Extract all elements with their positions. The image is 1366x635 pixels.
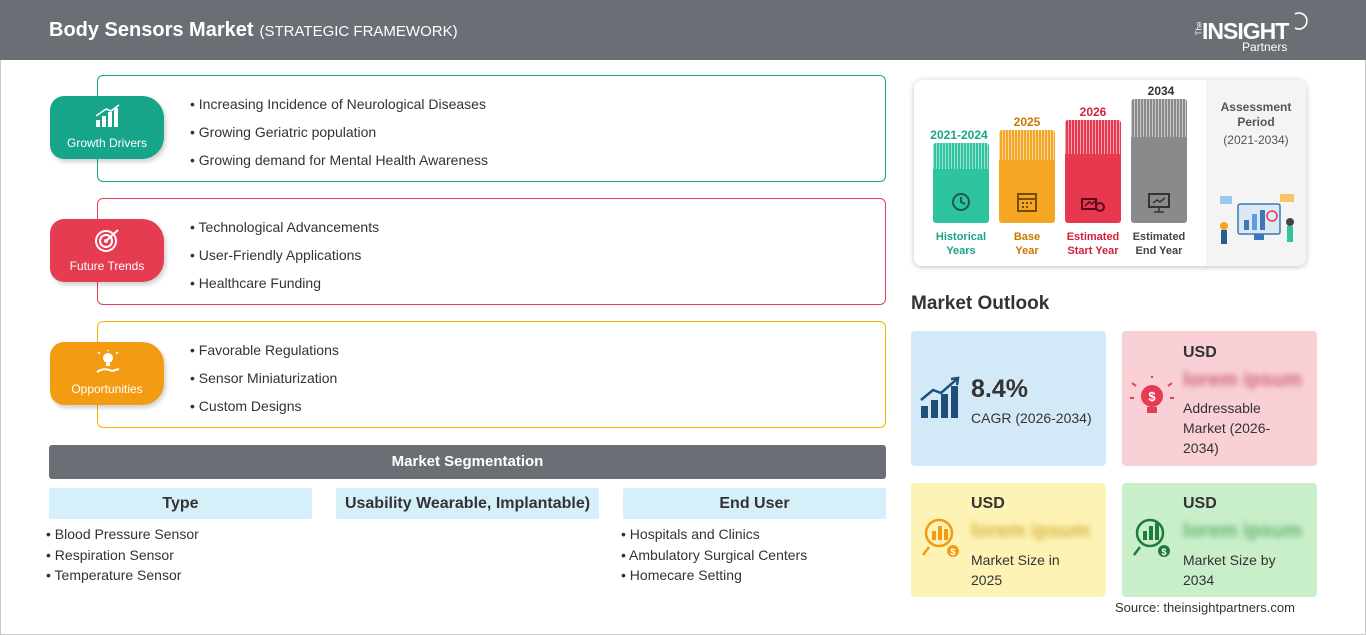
segment-type-item: Respiration Sensor — [46, 547, 174, 563]
size-2025-label: Market Size in 2025 — [971, 552, 1060, 588]
logo-arc-icon — [1294, 12, 1308, 30]
market-size-2025-box: USD lorem ipsum $ Market Size in 2025 — [911, 483, 1106, 597]
svg-text:$: $ — [1148, 389, 1156, 404]
base-year: 2025 — [1013, 115, 1041, 129]
segment-end-user-item: Homecare Setting — [621, 567, 742, 583]
opportunities-badge: Opportunities — [50, 342, 164, 405]
cagr-value: 8.4% — [971, 375, 1028, 403]
logo-insight: INSIGHT — [1202, 18, 1289, 44]
page-title: Body Sensors Market (STRATEGIC FRAMEWORK) — [49, 19, 458, 42]
end-bar — [1131, 99, 1187, 223]
segment-type-item: Blood Pressure Sensor — [46, 526, 199, 542]
logo-partners: Partners — [1242, 40, 1288, 54]
market-size-2034-box: USD lorem ipsum $ Market Size by 2034 — [1122, 483, 1317, 597]
cagr-box: 8.4% CAGR (2026-2034) — [911, 331, 1106, 466]
size-2034-value: lorem ipsum — [1183, 520, 1302, 542]
assessment-title: Assessment — [1220, 100, 1292, 114]
growth-chart-icon — [920, 376, 960, 418]
page-subtitle: (STRATEGIC FRAMEWORK) — [259, 23, 458, 40]
future-trends-label: Future Trends — [69, 259, 145, 273]
segment-header-end-user: End User — [623, 488, 886, 519]
segment-end-user-item: Ambulatory Surgical Centers — [621, 547, 807, 563]
market-outlook-title: Market Outlook — [911, 293, 1050, 314]
future-trend-item: Technological Advancements — [190, 219, 380, 235]
growth-coin-icon: $ — [1133, 518, 1170, 557]
size-2025-currency: USD — [971, 495, 1005, 512]
segment-header-usability: Usability Wearable, Implantable) — [336, 488, 599, 519]
end-year: 2034 — [1147, 84, 1175, 98]
assessment-subtitle: Period — [1237, 115, 1275, 129]
history-icon — [952, 193, 970, 211]
start-bar — [1065, 120, 1121, 223]
segment-type-item: Temperature Sensor — [46, 567, 182, 583]
presentation-icon — [1148, 193, 1170, 213]
size-2025-value: lorem ipsum — [971, 520, 1090, 542]
opportunities-label: Opportunities — [71, 382, 143, 396]
opportunity-item: Favorable Regulations — [190, 342, 339, 358]
opportunity-item: Custom Designs — [190, 398, 302, 414]
addressable-value: lorem ipsum — [1183, 369, 1302, 391]
svg-text:$: $ — [950, 547, 955, 557]
cagr-label: CAGR (2026-2034) — [971, 410, 1092, 426]
assessment-range: (2021-2034) — [1223, 133, 1289, 147]
coin-chart-icon: $ — [922, 518, 959, 557]
chart-start-icon — [1081, 198, 1105, 212]
svg-text:$: $ — [1161, 547, 1166, 557]
growth-driver-item: Growing demand for Mental Health Awarene… — [190, 152, 488, 168]
money-bulb-icon: $ — [1130, 376, 1174, 413]
source-credit[interactable]: Source: theinsightpartners.com — [1115, 600, 1295, 615]
calendar-icon — [1017, 193, 1037, 212]
analytics-people-illustration — [1220, 194, 1294, 244]
growth-driver-item: Growing Geriatric population — [190, 124, 376, 140]
future-trend-item: Healthcare Funding — [190, 275, 321, 291]
future-trend-item: User-Friendly Applications — [190, 247, 362, 263]
base-bar — [999, 130, 1055, 223]
size-2034-label: Market Size by 2034 — [1183, 552, 1276, 588]
opportunity-item: Sensor Miniaturization — [190, 370, 338, 386]
size-2034-currency: USD — [1183, 495, 1217, 512]
segment-end-user-item: Hospitals and Clinics — [621, 526, 760, 542]
insight-partners-logo[interactable]: The INSIGHT Partners — [1192, 10, 1312, 54]
historical-bar — [933, 143, 989, 223]
future-trends-badge: Future Trends — [50, 219, 164, 282]
addressable-market-box: USD lorem ipsum $ Addressable Market (20… — [1122, 331, 1317, 466]
growth-drivers-label: Growth Drivers — [66, 136, 147, 150]
lightbulb-hand-icon — [96, 350, 120, 373]
start-year: 2026 — [1079, 105, 1107, 119]
historical-year: 2021-2024 — [930, 128, 988, 142]
header-bar: Body Sensors Market (STRATEGIC FRAMEWORK)… — [0, 0, 1366, 60]
growth-drivers-badge: Growth Drivers — [50, 96, 164, 159]
segmentation-title: Market Segmentation — [49, 445, 886, 479]
addressable-currency: USD — [1183, 344, 1217, 361]
segment-header-type: Type — [49, 488, 312, 519]
growth-driver-item: Increasing Incidence of Neurological Dis… — [190, 96, 486, 112]
target-icon — [95, 229, 119, 252]
addressable-label: Addressable Market (2026-2034) — [1183, 400, 1271, 456]
title-text: Body Sensors Market — [49, 19, 254, 41]
bar-chart-growth-icon — [95, 104, 120, 127]
